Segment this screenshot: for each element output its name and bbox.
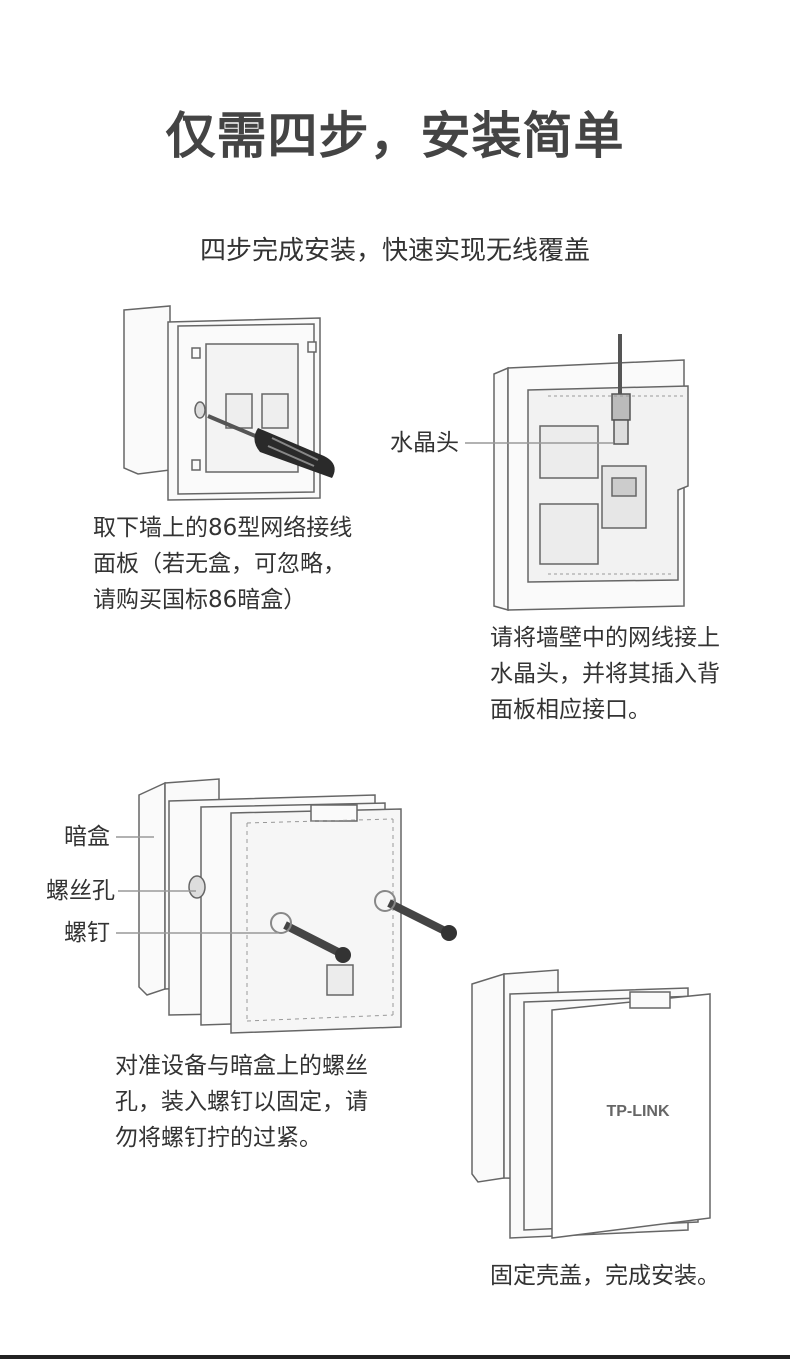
step1-illustration: [123, 305, 335, 501]
step1-caption-line: 面板（若无盒，可忽略，: [93, 551, 346, 577]
step1-caption-line: 请购买国标86暗盒）: [93, 587, 307, 613]
step3-callout-screwhole-leader: [118, 890, 196, 892]
step2-callout-leader: [465, 442, 613, 444]
bottom-divider: [0, 1355, 790, 1359]
step2-caption-line: 面板相应接口。: [490, 697, 651, 723]
page-title: 仅需四步，安装简单: [165, 107, 625, 165]
step4-illustration: TP-LINK: [471, 969, 711, 1239]
page-subtitle: 四步完成安装，快速实现无线覆盖: [199, 236, 590, 266]
step4-caption: 固定壳盖，完成安装。: [490, 1263, 720, 1289]
step1-caption: 取下墙上的86型网络接线 面板（若无盒，可忽略， 请购买国标86暗盒）: [93, 510, 352, 618]
step3-caption: 对准设备与暗盒上的螺丝 孔，装入螺钉以固定，请 勿将螺钉拧的过紧。: [115, 1048, 368, 1156]
step3-callout-screwhole: 螺丝孔: [46, 878, 115, 904]
step2-illustration: [493, 334, 689, 611]
step2-callout-connector: 水晶头: [390, 430, 459, 456]
step3-callout-screw-leader: [116, 932, 278, 934]
step3-caption-line: 孔，装入螺钉以固定，请: [115, 1089, 368, 1115]
step3-illustration: [138, 778, 457, 1034]
brand-logo: TP-LINK: [606, 1103, 670, 1120]
step3-caption-line: 勿将螺钉拧的过紧。: [115, 1125, 322, 1151]
step3-callout-wallbox: 暗盒: [64, 824, 110, 850]
step3-callout-screw: 螺钉: [64, 920, 110, 946]
step3-callout-wallbox-leader: [116, 836, 154, 838]
step2-caption-line: 请将墙壁中的网线接上: [490, 625, 720, 651]
step1-caption-line: 取下墙上的86型网络接线: [93, 515, 353, 541]
step2-caption-line: 水晶头，并将其插入背: [490, 661, 720, 687]
step2-caption: 请将墙壁中的网线接上 水晶头，并将其插入背 面板相应接口。: [490, 620, 720, 728]
step3-caption-line: 对准设备与暗盒上的螺丝: [115, 1053, 368, 1079]
